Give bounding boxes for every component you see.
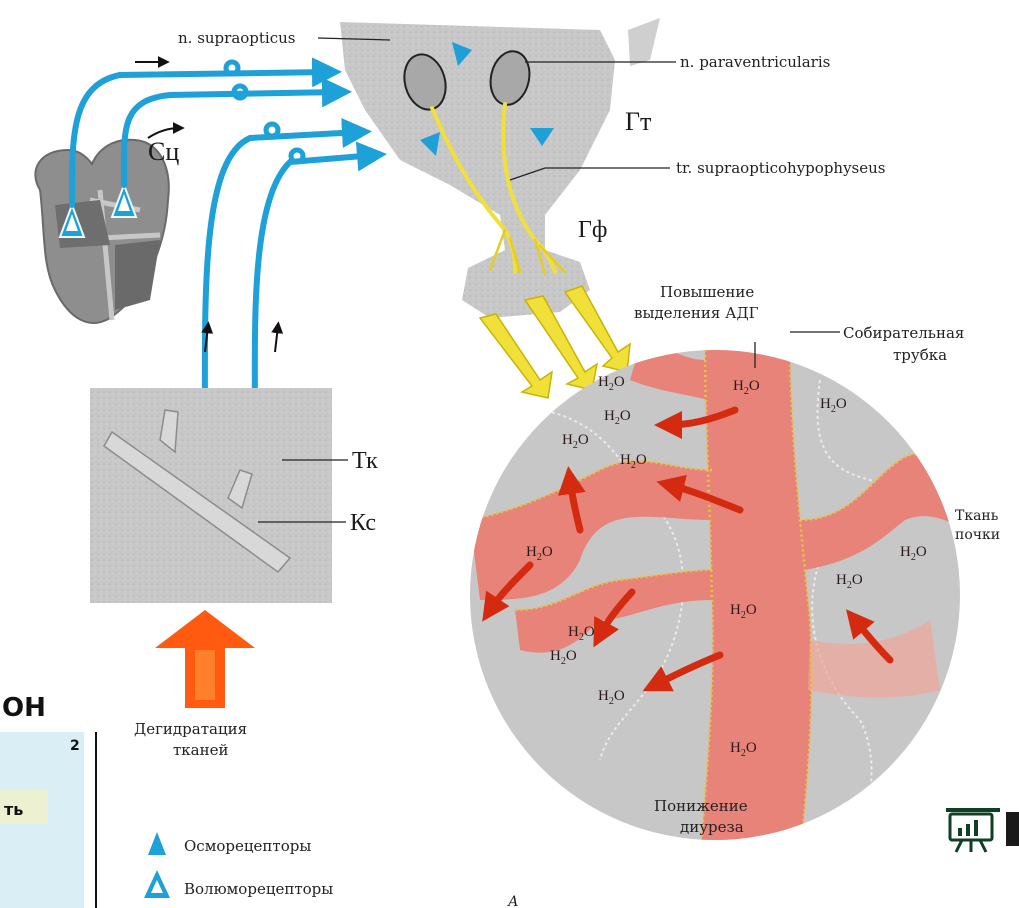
- overlay-heading-fragment: ОН: [2, 693, 46, 723]
- tissue-block: [90, 388, 332, 603]
- presentation-chart-icon[interactable]: [942, 802, 1019, 854]
- kidney-tissue-circle: [470, 340, 980, 860]
- label-hypothalamus: Гт: [625, 107, 651, 136]
- label-dehydration-line1: Дегидратация: [134, 720, 247, 738]
- label-diuresis-line2: диуреза: [680, 818, 744, 836]
- label-collecting-line1: Собирательная: [843, 324, 964, 342]
- heart: [35, 140, 168, 323]
- legend-osmo-label: Осморецепторы: [184, 837, 311, 855]
- label-kidney-line2: почки: [955, 527, 1000, 543]
- volumoreceptor-icon: [144, 870, 170, 898]
- label-paraventricularis: n. paraventricularis: [680, 53, 830, 71]
- slide-fragment-overlay: ОН 2 ть: [0, 684, 100, 908]
- legend: Осморецепторы Волюморецепторы А: [144, 832, 519, 908]
- label-capillary: Кс: [350, 510, 376, 536]
- label-diuresis-line1: Понижение: [654, 797, 748, 815]
- label-heart: Сц: [148, 137, 179, 166]
- figure-letter: А: [507, 894, 519, 908]
- label-adh-increase-line2: выделения АДГ: [634, 304, 759, 322]
- label-kidney-line1: Ткань: [955, 508, 999, 524]
- legend-volumo-label: Волюморецепторы: [184, 880, 333, 898]
- label-adh-increase-line1: Повышение: [660, 283, 754, 301]
- label-hypophysis: Гф: [578, 217, 607, 243]
- osmoreceptor-icon: [148, 832, 166, 855]
- overlay-number: 2: [70, 738, 80, 754]
- label-collecting-line2: трубка: [893, 346, 947, 364]
- overlay-text-fragment: ть: [4, 800, 23, 819]
- label-dehydration-line2: тканей: [173, 741, 229, 759]
- dehydration-arrow: [155, 610, 255, 708]
- label-tissue: Тк: [352, 448, 378, 474]
- label-tract: tr. supraopticohypophyseus: [676, 159, 886, 177]
- label-supraopticus: n. supraopticus: [178, 29, 296, 47]
